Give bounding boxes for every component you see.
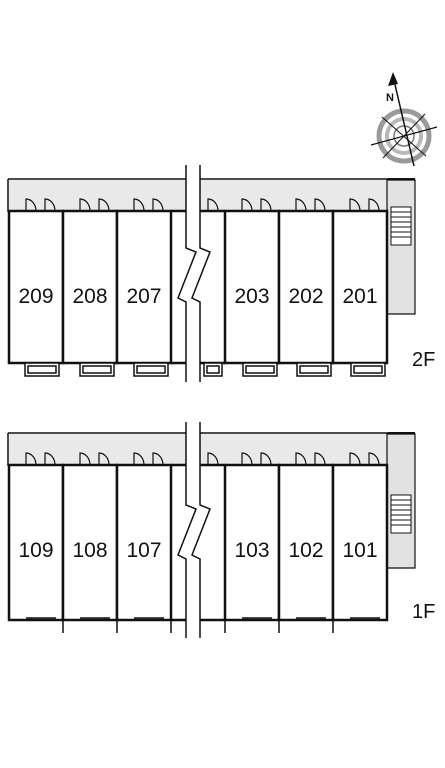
door-swings-1f <box>25 452 380 466</box>
break-mark-1f <box>177 422 211 638</box>
unit-label-209: 209 <box>18 285 53 308</box>
unit-102 <box>277 463 335 622</box>
unit-label-103: 103 <box>234 539 269 562</box>
floor-2f: 209 208 207 203 202 201 2F <box>7 165 435 382</box>
staircase <box>386 433 416 569</box>
wall-stubs-1f <box>26 617 380 633</box>
unit-label-108: 108 <box>72 539 107 562</box>
unit-label-109: 109 <box>18 539 53 562</box>
unit-label-203: 203 <box>234 285 269 308</box>
unit-label-207: 207 <box>126 285 161 308</box>
floor-label-2f: 2F <box>412 349 435 371</box>
staircase <box>386 179 416 315</box>
door-swings-2f <box>25 198 380 212</box>
unit-label-208: 208 <box>72 285 107 308</box>
unit-label-201: 201 <box>342 285 377 308</box>
unit-label-107: 107 <box>126 539 161 562</box>
unit-209 <box>7 209 65 365</box>
unit-201 <box>331 209 389 365</box>
unit-label-102: 102 <box>288 539 323 562</box>
compass-north-label: N <box>386 92 394 104</box>
floor-1f: 109 108 107 103 102 101 1F <box>7 422 435 638</box>
unit-103 <box>223 463 281 622</box>
unit-label-101: 101 <box>342 539 377 562</box>
floor-label-1f: 1F <box>412 601 435 623</box>
compass-rose-icon: N <box>370 72 438 167</box>
break-mark-2f <box>177 165 211 382</box>
unit-207 <box>115 209 173 365</box>
unit-101 <box>331 463 389 622</box>
unit-107 <box>115 463 173 622</box>
unit-202 <box>277 209 335 365</box>
unit-label-202: 202 <box>288 285 323 308</box>
balconies-2f <box>24 362 386 377</box>
